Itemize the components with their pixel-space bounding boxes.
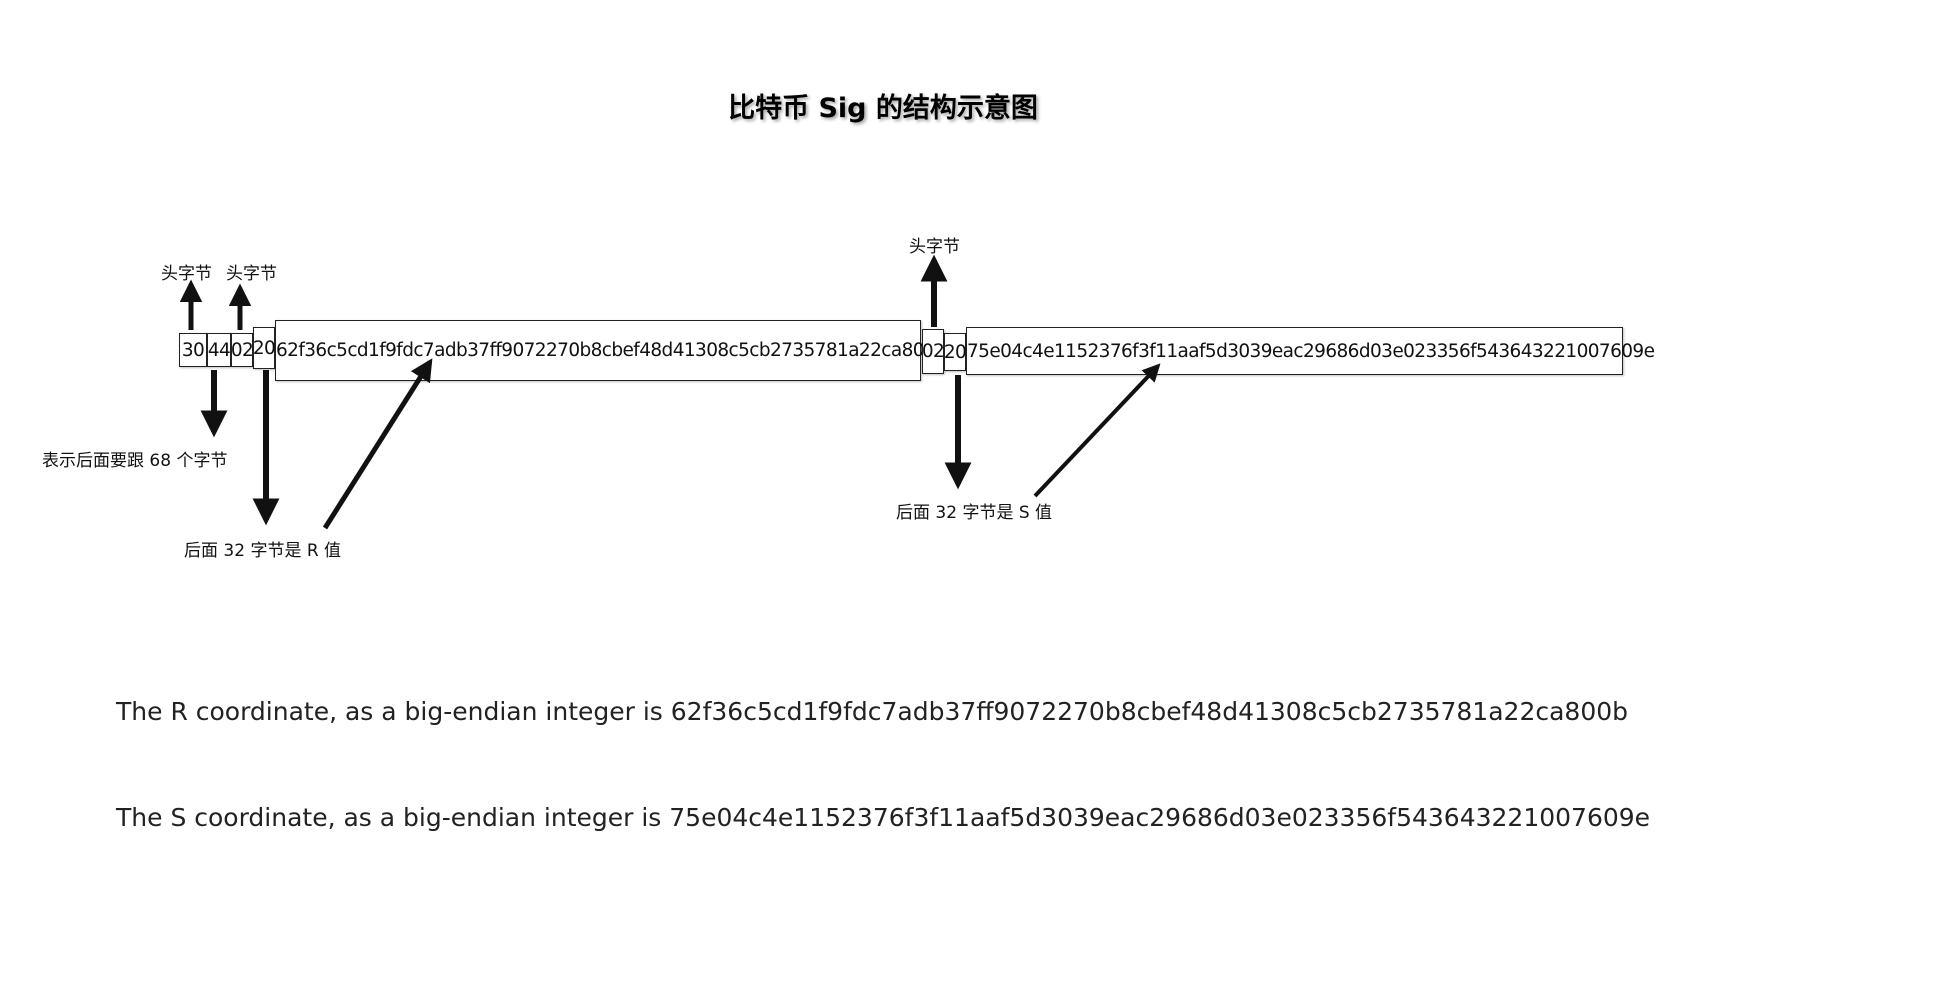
byte-box-20-s: 20 [944, 333, 967, 371]
label-s-description: 后面 32 字节是 S 值 [896, 503, 1053, 523]
arrow-diag-s-value [1033, 363, 1161, 498]
r-value-box: 62f36c5cd1f9fdc7adb37ff9072270b8cbef48d4… [275, 320, 947, 381]
r-coordinate-text: The R coordinate, as a big-endian intege… [116, 697, 1628, 726]
byte-box-44: 44 [207, 333, 231, 367]
s-value-box: 75e04c4e1152376f3f11aaf5d3039eac29686d03… [966, 327, 1655, 375]
label-r-description: 后面 32 字节是 R 值 [184, 541, 342, 561]
label-header-byte-2: 头字节 [226, 264, 277, 284]
label-header-byte-3: 头字节 [909, 237, 960, 257]
byte-box-20-r: 20 [253, 327, 276, 369]
s-coordinate-text: The S coordinate, as a big-endian intege… [116, 803, 1651, 832]
label-header-byte-1: 头字节 [161, 264, 212, 284]
byte-box-02-r: 02 [231, 333, 254, 367]
arrow-diag-r-value [322, 358, 433, 530]
byte-box-02-s: 02 [922, 329, 945, 374]
byte-box-30: 30 [179, 333, 207, 367]
label-follow-68-bytes: 表示后面要跟 68 个字节 [42, 451, 228, 471]
diagram-title: 比特币 Sig 的结构示意图 [728, 93, 1038, 124]
